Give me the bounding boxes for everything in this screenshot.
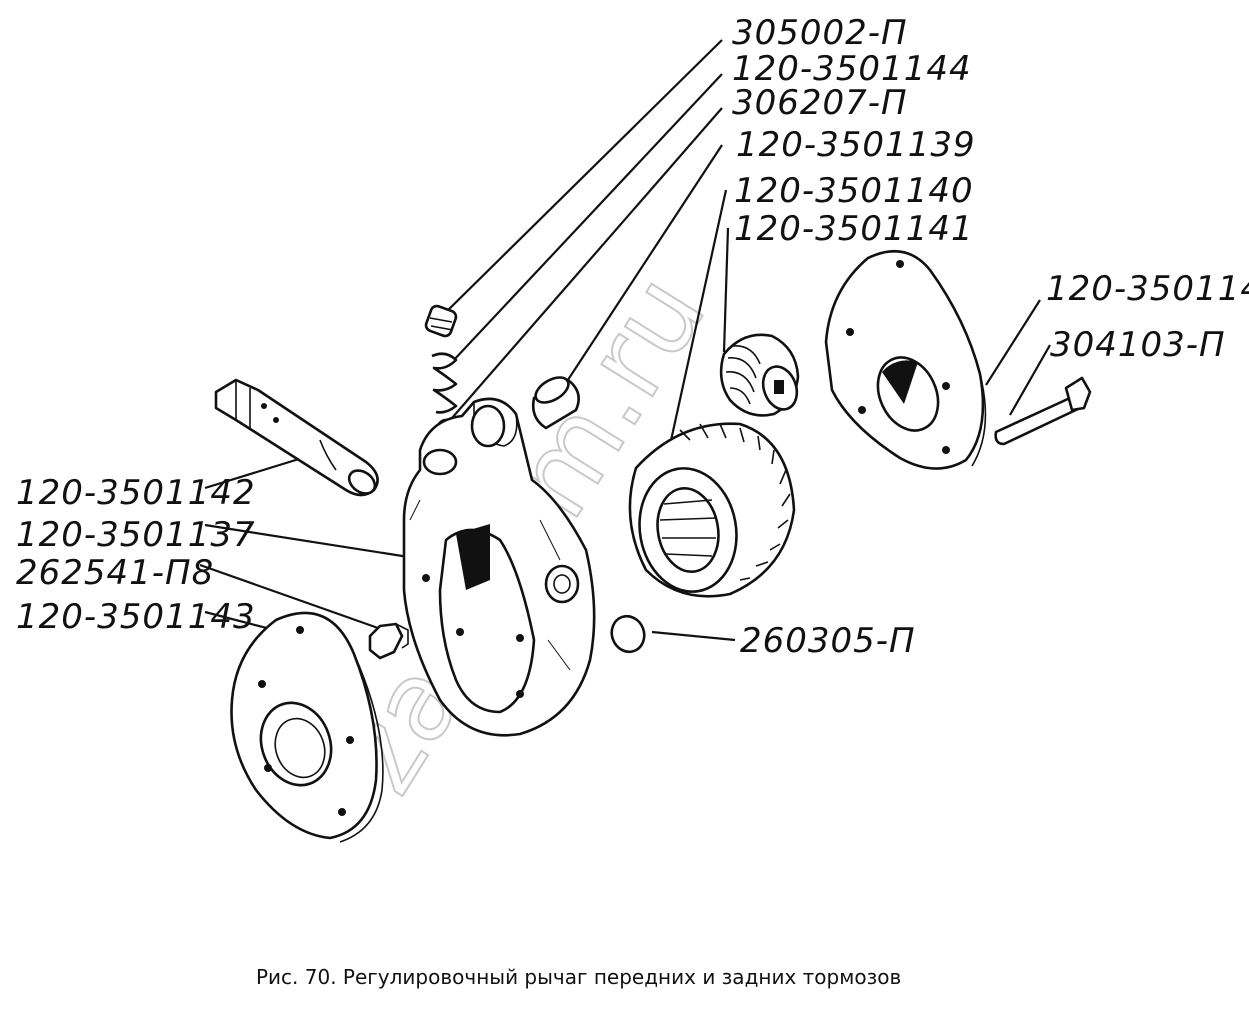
label-305002-p: 305002-П: [732, 13, 908, 53]
cover-plate-left-part: [230, 611, 384, 843]
label-120-3501139: 120-3501139: [736, 125, 976, 165]
label-306207-p: 306207-П: [732, 83, 908, 123]
label-120-3501144: 120-3501144: [732, 49, 972, 89]
part-labels: 305002-П 120-3501144 306207-П 120-350113…: [16, 13, 1249, 661]
lever-body-part: [402, 397, 596, 737]
shaft-part: [214, 378, 379, 497]
label-120-3501141: 120-3501141: [734, 209, 974, 249]
label-120-3501143-right: 120-3501143: [1046, 269, 1249, 309]
label-260305-p: 260305-П: [740, 621, 916, 661]
plug-part: [610, 614, 646, 654]
label-120-3501142: 120-3501142: [16, 473, 256, 513]
grease-fitting-part: [368, 622, 409, 660]
worm-gear-part: [628, 422, 796, 598]
label-304103-p: 304103-П: [1050, 325, 1226, 365]
label-262541-p8: 262541-П8: [16, 553, 214, 593]
label-120-3501140: 120-3501140: [734, 171, 974, 211]
spring-plug-part: [424, 304, 458, 338]
coil-spring-part: [431, 352, 458, 414]
bushing-part: [531, 376, 580, 430]
label-120-3501143-left: 120-3501143: [16, 597, 256, 637]
figure-caption: Рис. 70. Регулировочный рычаг передних и…: [256, 965, 901, 989]
label-120-3501137: 120-3501137: [16, 515, 256, 555]
bolt-part: [994, 376, 1092, 446]
leader-lines: [199, 39, 1051, 642]
worm-part: [719, 333, 800, 417]
cover-plate-right-part: [824, 250, 987, 470]
